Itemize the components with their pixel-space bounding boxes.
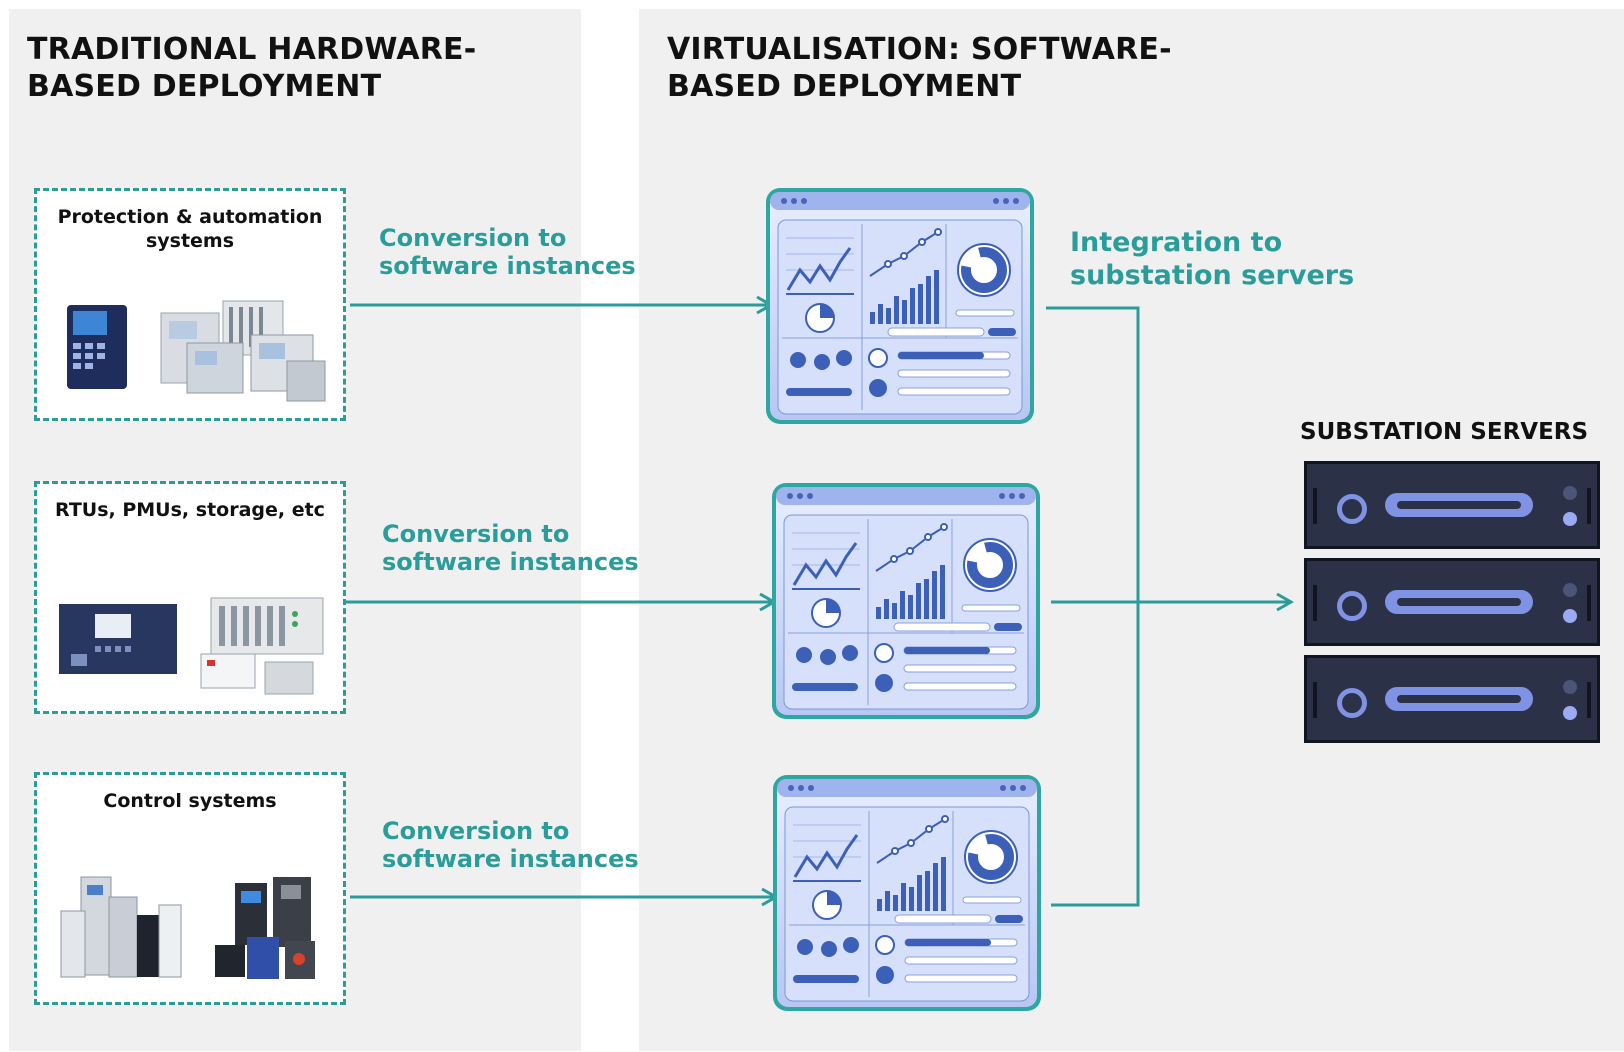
control-systems-image — [60, 876, 315, 979]
server-drive-slot — [1385, 687, 1533, 711]
server-led-icon — [1563, 609, 1577, 623]
substation-servers-title: SUBSTATION SERVERS — [1300, 419, 1589, 445]
conversion-label-1: Conversion to software instances — [379, 224, 636, 280]
server-power-icon — [1337, 591, 1367, 621]
server-led-icon — [1563, 706, 1577, 720]
server-led-icon — [1563, 486, 1577, 500]
rtu-devices-image — [59, 597, 324, 695]
conversion-label-2: Conversion to software instances — [382, 520, 639, 576]
server-power-icon — [1337, 688, 1367, 718]
integration-bus — [1046, 306, 1140, 907]
software-instance-3 — [771, 773, 1043, 1013]
server-unit-3 — [1304, 655, 1600, 743]
device-box-rtus: RTUs, PMUs, storage, etc — [34, 481, 346, 714]
software-instance-2 — [770, 481, 1042, 721]
device-label-rtus: RTUs, PMUs, storage, etc — [55, 499, 325, 521]
device-label-protection: Protection & automation systems — [57, 206, 323, 252]
device-label-control: Control systems — [103, 790, 277, 812]
traditional-deployment-title: TRADITIONAL HARDWARE- BASED DEPLOYMENT — [27, 32, 477, 104]
server-led-icon — [1563, 583, 1577, 597]
server-drive-slot — [1385, 493, 1533, 517]
server-unit-2 — [1304, 558, 1600, 646]
conversion-label-3: Conversion to software instances — [382, 817, 639, 873]
server-led-icon — [1563, 512, 1577, 526]
virtualisation-deployment-title: VIRTUALISATION: SOFTWARE- BASED DEPLOYME… — [667, 32, 1172, 104]
protection-relays-image — [67, 300, 326, 402]
server-power-icon — [1337, 494, 1367, 524]
integration-label: Integration to substation servers — [1070, 227, 1355, 291]
server-led-icon — [1563, 680, 1577, 694]
device-box-protection: Protection & automation systems — [34, 188, 346, 421]
software-instance-1 — [764, 186, 1036, 426]
server-drive-slot — [1385, 590, 1533, 614]
device-box-control: Control systems — [34, 772, 346, 1005]
server-unit-1 — [1304, 461, 1600, 549]
